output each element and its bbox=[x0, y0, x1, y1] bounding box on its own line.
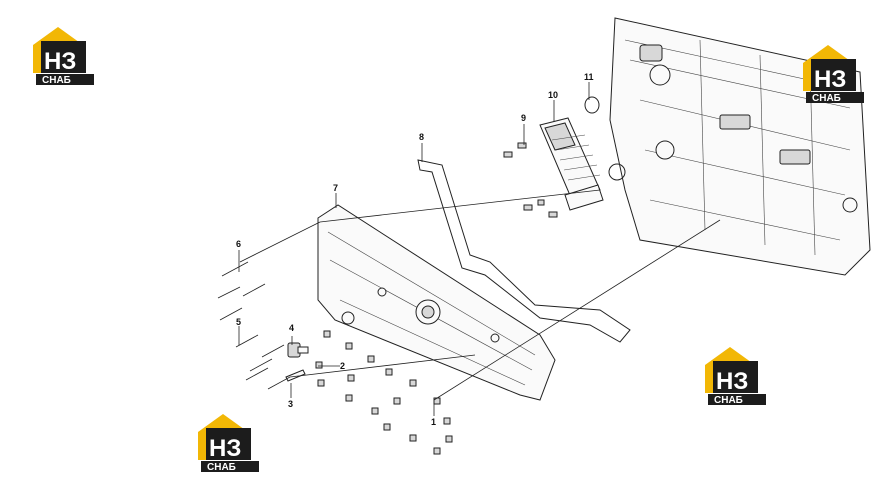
sensor bbox=[285, 342, 309, 382]
logo-word: СНАБ bbox=[42, 75, 71, 86]
callouts: 1 2 3 4 5 6 7 8 9 10 11 bbox=[236, 72, 594, 427]
long-bolts bbox=[217, 261, 291, 390]
short-bolts bbox=[315, 330, 453, 455]
logo-word: СНАБ bbox=[207, 462, 236, 473]
logo-letters: НЗ bbox=[814, 66, 846, 93]
watermark-logo-1: НЗ СНАБ bbox=[33, 27, 94, 86]
callout-10: 10 bbox=[548, 90, 558, 100]
callout-11: 11 bbox=[584, 72, 594, 82]
callout-5: 5 bbox=[236, 317, 241, 327]
callout-8: 8 bbox=[419, 132, 424, 142]
watermark-logo-3: НЗ СНАБ bbox=[705, 347, 766, 406]
watermark-logo-4: НЗ СНАБ bbox=[198, 414, 259, 473]
cooler-bolts bbox=[503, 142, 558, 218]
side-cover bbox=[317, 204, 556, 401]
watermark-logo-2: НЗ СНАБ bbox=[803, 45, 864, 104]
callout-1: 1 bbox=[431, 417, 436, 427]
logo-word: СНАБ bbox=[812, 93, 841, 104]
o-rings bbox=[584, 96, 626, 181]
logo-letters: НЗ bbox=[44, 48, 76, 75]
callout-3: 3 bbox=[288, 399, 293, 409]
callout-9: 9 bbox=[521, 113, 526, 123]
callout-4: 4 bbox=[289, 323, 294, 333]
leader-lines bbox=[238, 82, 721, 416]
callout-2: 2 bbox=[340, 361, 345, 371]
oil-cooler bbox=[539, 117, 604, 211]
logo-word: СНАБ bbox=[714, 395, 743, 406]
logo-letters: НЗ bbox=[716, 368, 748, 395]
logo-letters: НЗ bbox=[209, 435, 241, 462]
callout-6: 6 bbox=[236, 239, 241, 249]
gasket bbox=[417, 159, 631, 343]
callout-7: 7 bbox=[333, 183, 338, 193]
